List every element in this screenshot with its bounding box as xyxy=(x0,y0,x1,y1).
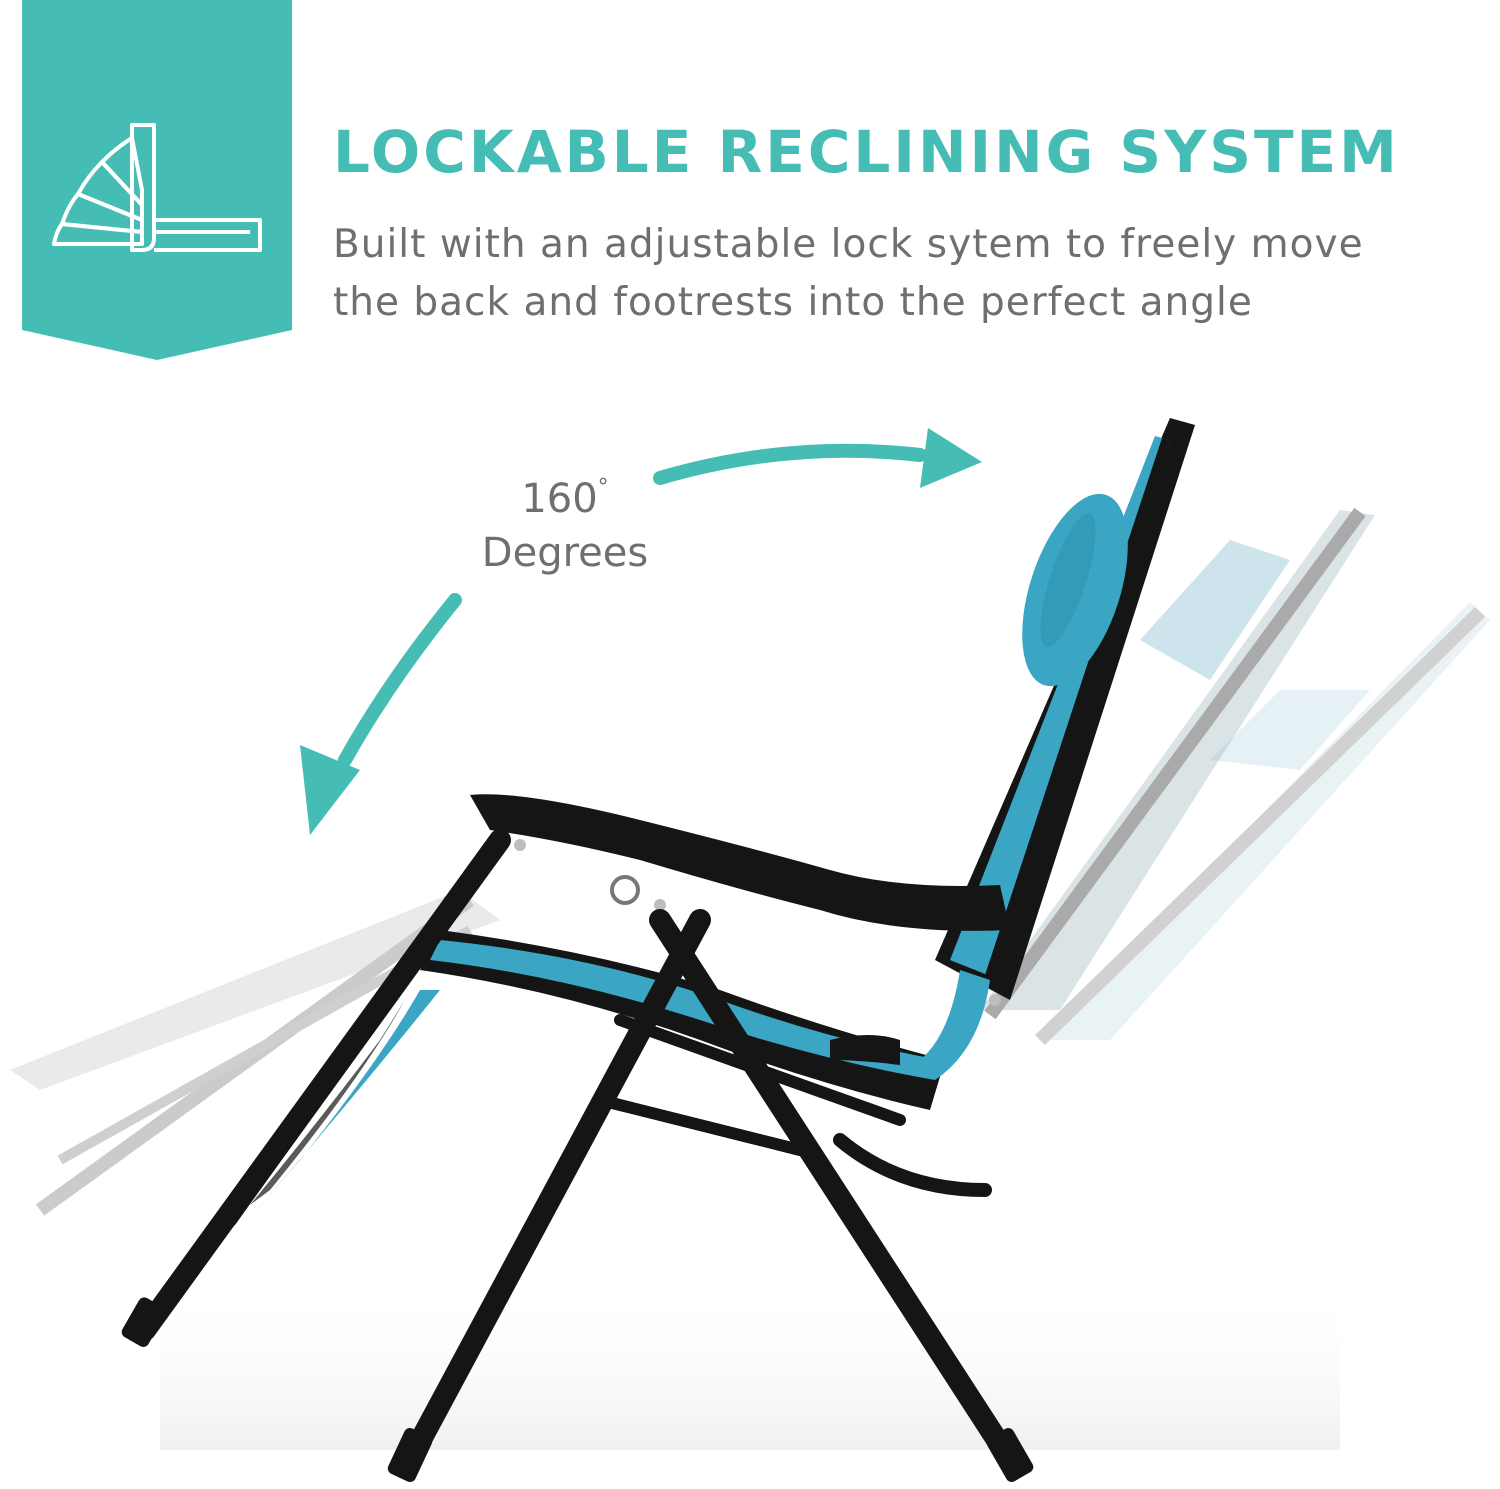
ghost-back-far xyxy=(1035,602,1490,1046)
armrest xyxy=(470,794,1010,1006)
chair-back xyxy=(935,418,1195,1000)
recline-arrow-down xyxy=(300,593,462,835)
ghost-back-mid xyxy=(980,507,1375,1020)
footrest xyxy=(240,990,440,1230)
chair-legs xyxy=(134,829,1021,1471)
degree-symbol: ° xyxy=(597,475,609,500)
description-line-2: the back and footrests into the perfect … xyxy=(333,280,1253,325)
description-line-1: Built with an adjustable lock sytem to f… xyxy=(333,222,1364,267)
headline: LOCKABLE RECLINING SYSTEM xyxy=(333,118,1400,186)
angle-value: 160° xyxy=(521,475,609,522)
recline-icon xyxy=(52,123,262,252)
angle-label: Degrees xyxy=(481,530,649,576)
chair-seat xyxy=(420,930,990,1110)
recline-badge xyxy=(22,0,292,360)
recline-arrow-up xyxy=(653,428,982,488)
